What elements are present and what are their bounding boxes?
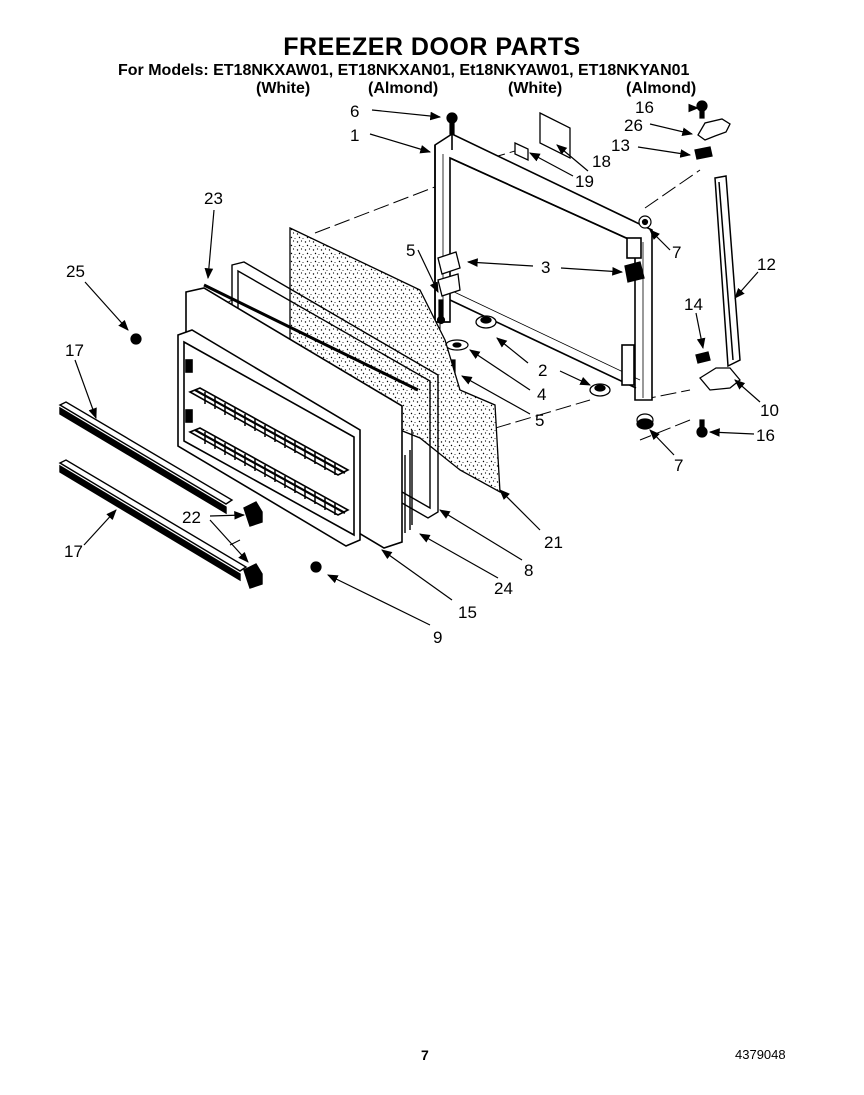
screw-16b: [696, 419, 708, 438]
callout-12: 12: [757, 255, 776, 274]
callout-7-lower: 7: [674, 456, 683, 475]
label-plate: [514, 111, 571, 162]
washer-4: [445, 339, 469, 351]
shelf-rails: [58, 401, 263, 589]
screw-25: [130, 333, 142, 345]
callout-26: 26: [624, 116, 643, 135]
callout-1: 1: [350, 126, 359, 145]
callout-8: 8: [524, 561, 533, 580]
callout-17-lower: 17: [64, 542, 83, 561]
callout-18: 18: [592, 152, 611, 171]
screw-9: [310, 561, 322, 573]
door-brackets: [437, 251, 645, 297]
page-number: 7: [421, 1047, 429, 1063]
callout-22: 22: [182, 508, 201, 527]
color-label-4: (Almond): [626, 80, 697, 97]
callout-21: 21: [544, 533, 563, 552]
callout-5-upper: 5: [406, 241, 415, 260]
callout-6: 6: [350, 102, 359, 121]
screw-5a: [436, 299, 446, 325]
hinge-parts: [694, 118, 741, 391]
cap-7a: [638, 215, 652, 229]
callout-7-upper: 7: [672, 243, 681, 262]
callout-23: 23: [204, 189, 223, 208]
callout-10: 10: [760, 401, 779, 420]
document-number: 4379048: [735, 1047, 786, 1062]
screw-6: [446, 112, 458, 135]
callout-15: 15: [458, 603, 477, 622]
callout-19: 19: [575, 172, 594, 191]
callout-13: 13: [611, 136, 630, 155]
callout-numbers: 1 2 3 4 5 5 6 7 7 8 9 10 12 13 14 15 16 …: [64, 98, 779, 647]
callout-5-lower: 5: [535, 411, 544, 430]
roller-cups: [475, 315, 611, 397]
leader-lines: [74, 103, 761, 626]
inner-door-liner: [177, 287, 403, 549]
door-handle: [714, 175, 741, 368]
models-line: For Models: ET18NKXAW01, ET18NKXAN01, Et…: [118, 62, 690, 79]
gasket-strip-23: [203, 283, 419, 392]
callout-2: 2: [538, 361, 547, 380]
callout-24: 24: [494, 579, 513, 598]
callout-16-upper: 16: [635, 98, 654, 117]
screw-16a: [696, 100, 708, 119]
callout-25: 25: [66, 262, 85, 281]
color-label-2: (Almond): [368, 80, 439, 97]
callout-14: 14: [684, 295, 703, 314]
callout-3: 3: [541, 258, 550, 277]
callout-17-upper: 17: [65, 341, 84, 360]
callout-4: 4: [537, 385, 546, 404]
callout-16-lower: 16: [756, 426, 775, 445]
page-title: FREEZER DOOR PARTS: [283, 33, 581, 61]
color-label-3: (White): [508, 80, 563, 97]
color-label-1: (White): [256, 80, 311, 97]
cap-7b: [636, 413, 654, 430]
callout-9: 9: [433, 628, 442, 647]
